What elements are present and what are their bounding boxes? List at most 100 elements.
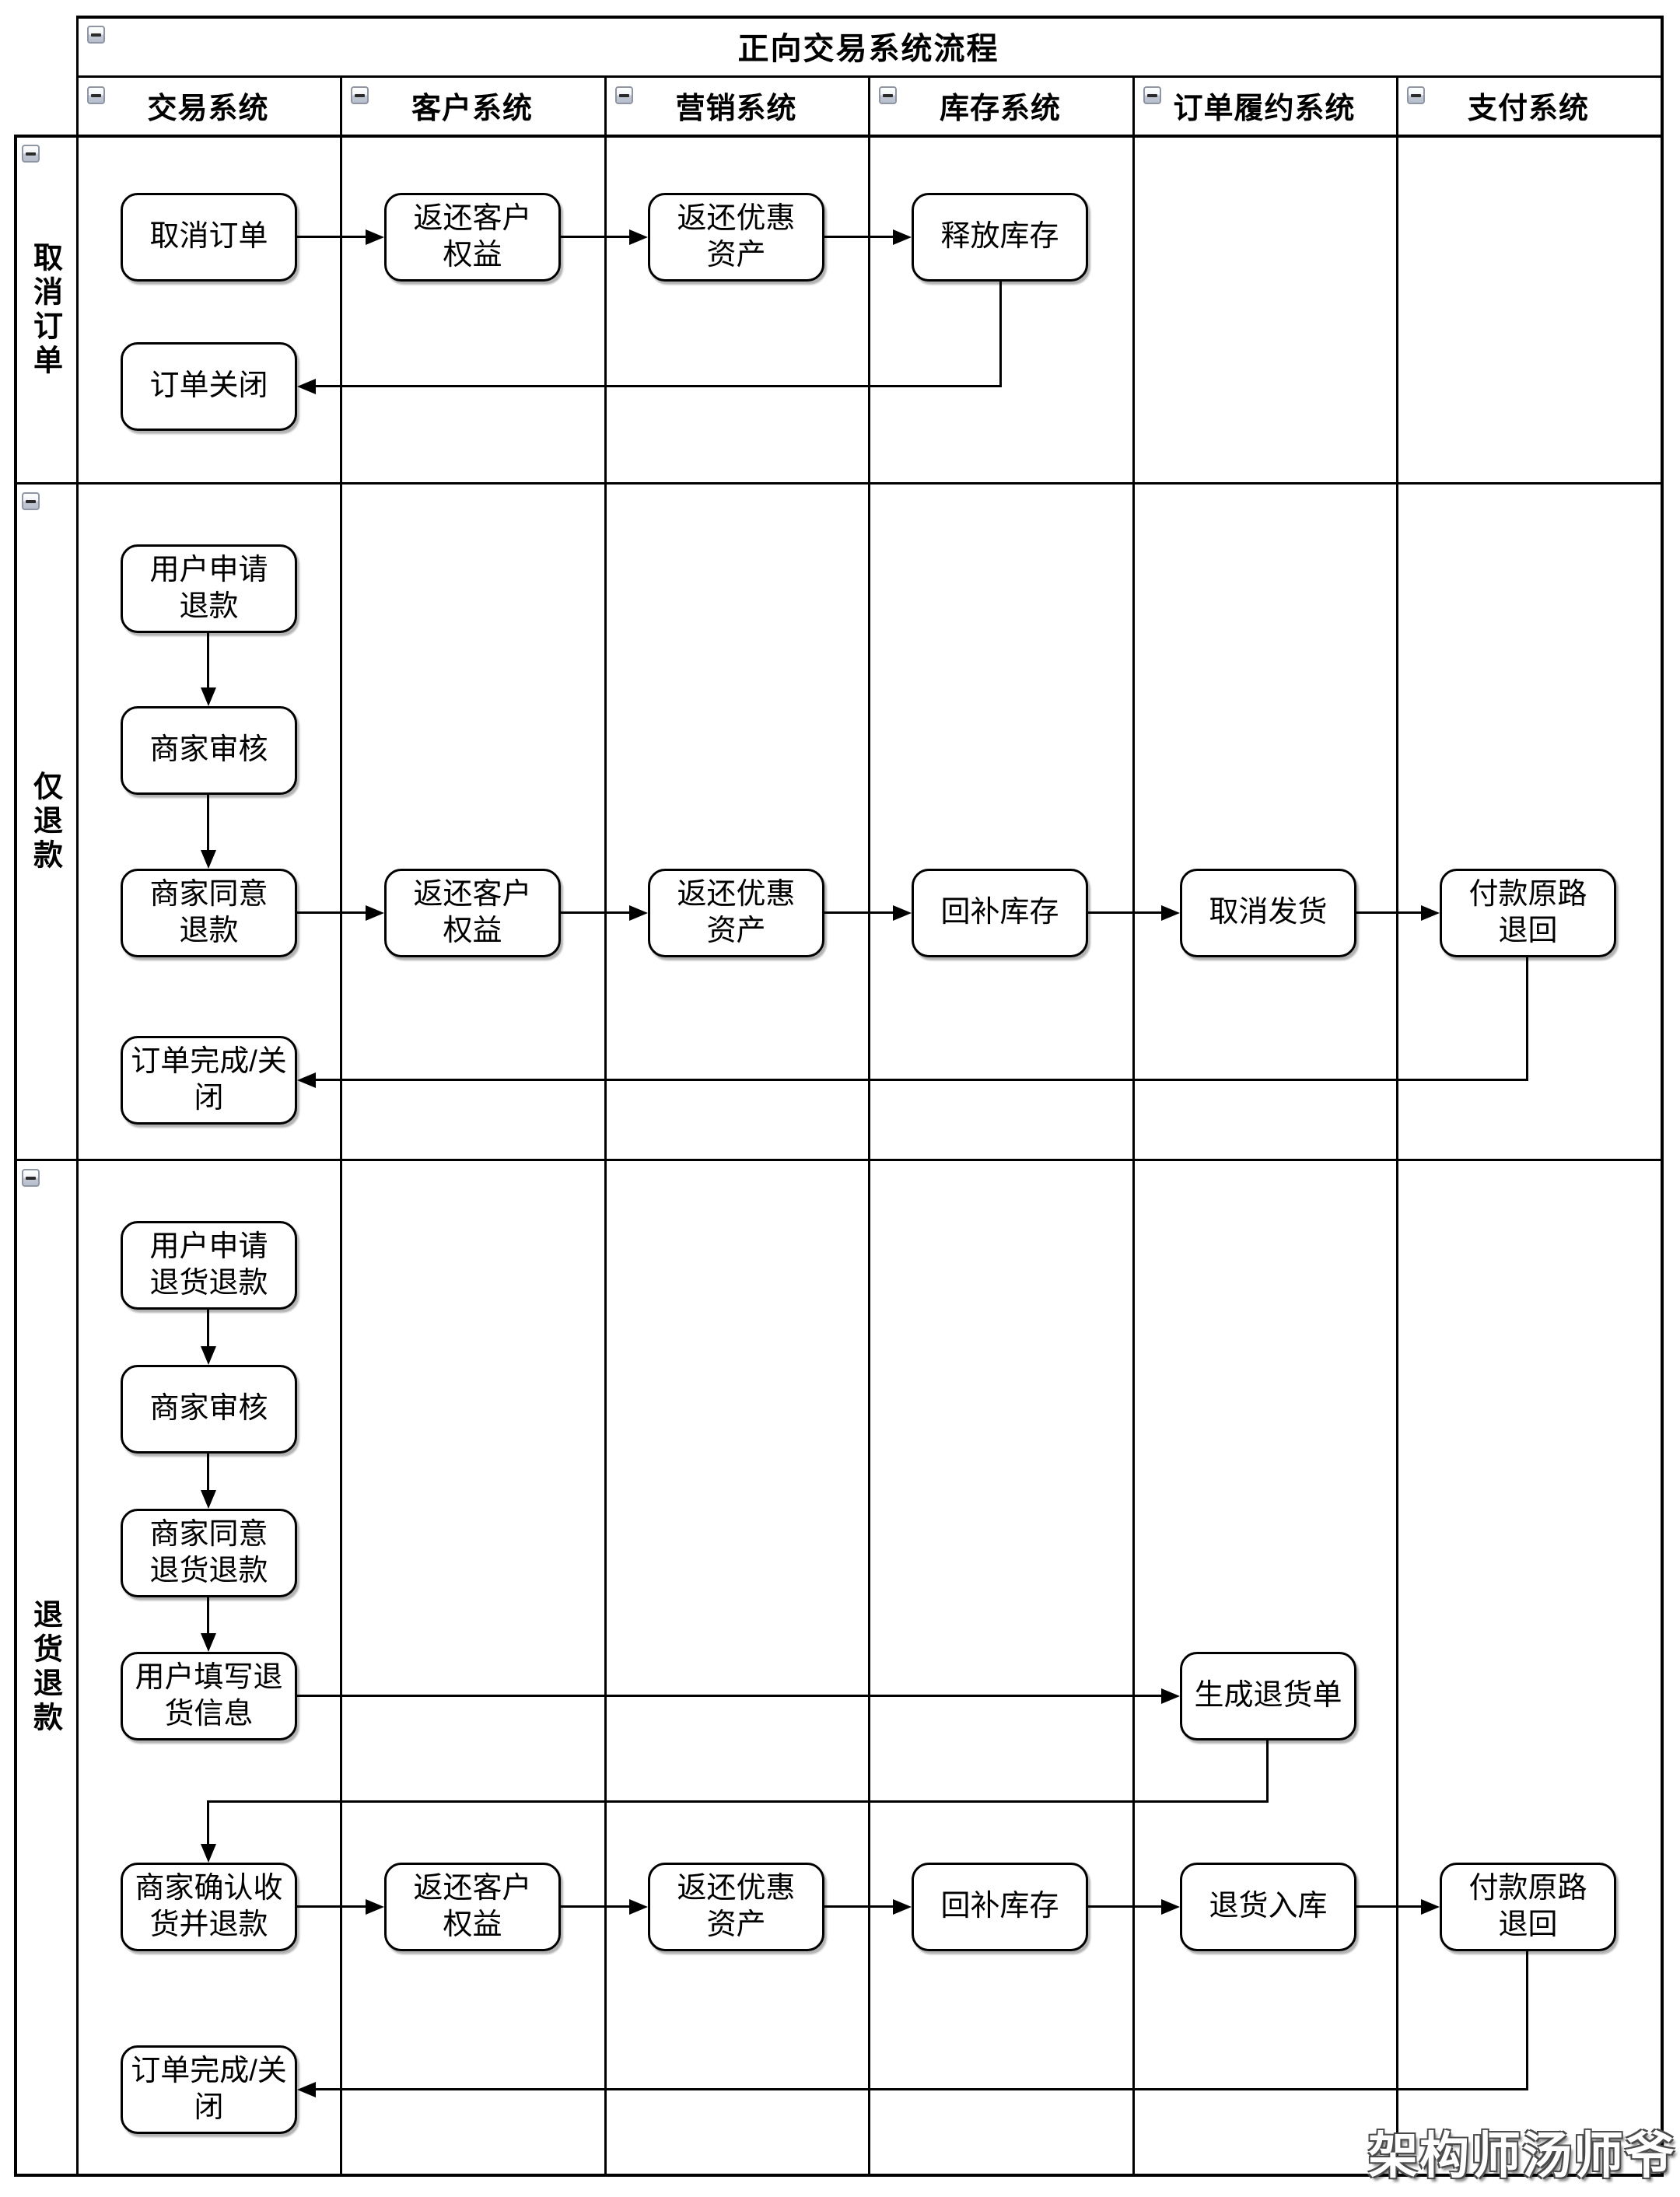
column-header-marketing-system[interactable]: 营销系统 (604, 75, 868, 135)
collapse-icon[interactable] (1407, 86, 1425, 104)
grid-line (1661, 16, 1664, 2177)
node-return-customer-rights-r3[interactable]: 返还客户 权益 (384, 1863, 561, 1951)
minus-icon (26, 152, 36, 156)
column-header-label: 客户系统 (411, 92, 533, 125)
node-return-promo-assets-r1[interactable]: 返还优惠 资产 (648, 193, 824, 282)
node-merchant-review-r3[interactable]: 商家审核 (121, 1365, 297, 1454)
node-replenish-inventory-r2[interactable]: 回补库存 (912, 869, 1088, 957)
connector-line (207, 1800, 1269, 1803)
lane-label-refund-only[interactable]: 仅退款 (28, 770, 61, 873)
arrowhead-right-icon (629, 1899, 648, 1915)
connector-line (1088, 911, 1161, 914)
node-merchant-review-r2[interactable]: 商家审核 (121, 706, 297, 795)
collapse-icon[interactable] (22, 1169, 40, 1187)
arrowhead-right-icon (893, 229, 912, 245)
node-user-apply-return-refund[interactable]: 用户申请 退货退款 (121, 1221, 297, 1310)
connector-line (1356, 911, 1421, 914)
node-generate-return-order[interactable]: 生成退货单 (1180, 1652, 1356, 1740)
connector-line (297, 1695, 1161, 1697)
connector-line (1526, 1951, 1528, 2090)
arrowhead-down-icon (201, 687, 216, 706)
arrowhead-right-icon (366, 905, 384, 921)
connector-line (1266, 1740, 1269, 1803)
arrowhead-right-icon (629, 229, 648, 245)
node-merchant-agree-refund[interactable]: 商家同意 退款 (121, 869, 297, 957)
arrowhead-down-icon (201, 1844, 216, 1863)
arrowhead-right-icon (1421, 1899, 1440, 1915)
connector-line (561, 236, 629, 238)
connector-line (297, 911, 366, 914)
connector-line (824, 911, 893, 914)
collapse-icon[interactable] (87, 26, 105, 44)
arrowhead-down-icon (201, 850, 216, 869)
minus-icon (26, 499, 36, 503)
column-header-inventory-system[interactable]: 库存系统 (868, 75, 1132, 135)
node-user-fill-return-info[interactable]: 用户填写退 货信息 (121, 1652, 297, 1740)
arrowhead-right-icon (1161, 1688, 1180, 1704)
arrowhead-right-icon (1421, 905, 1440, 921)
pool-title: 正向交易系统流程 (737, 31, 999, 66)
node-return-promo-assets-r2[interactable]: 返还优惠 资产 (648, 869, 824, 957)
minus-icon (1147, 93, 1157, 97)
grid-line (14, 2174, 1664, 2177)
node-merchant-agree-return-refund[interactable]: 商家同意 退货退款 (121, 1509, 297, 1597)
collapse-icon[interactable] (615, 86, 633, 104)
node-cancel-shipment[interactable]: 取消发货 (1180, 869, 1356, 957)
node-return-customer-rights-r1[interactable]: 返还客户 权益 (384, 193, 561, 282)
arrowhead-left-icon (297, 1072, 316, 1088)
node-order-complete-closed-r3[interactable]: 订单完成/关 闭 (121, 2045, 297, 2134)
column-header-label: 营销系统 (675, 92, 797, 125)
node-replenish-inventory-r3[interactable]: 回补库存 (912, 1863, 1088, 1951)
node-refund-original-route-r3[interactable]: 付款原路 退回 (1440, 1863, 1616, 1951)
lane-label-return-refund[interactable]: 退货退款 (28, 1599, 61, 1736)
node-merchant-confirm-receipt-refund[interactable]: 商家确认收 货并退款 (121, 1863, 297, 1951)
connector-line (316, 2088, 1528, 2090)
grid-line (340, 75, 342, 2177)
node-refund-original-route-r2[interactable]: 付款原路 退回 (1440, 869, 1616, 957)
minus-icon (619, 93, 629, 97)
connector-line (1526, 957, 1528, 1081)
column-header-label: 订单履约系统 (1173, 92, 1356, 125)
watermark: 架构师汤师爷 (1368, 2128, 1676, 2184)
grid-line (14, 482, 1664, 485)
node-cancel-order[interactable]: 取消订单 (121, 193, 297, 282)
node-order-complete-closed-r2[interactable]: 订单完成/关 闭 (121, 1036, 297, 1125)
node-release-inventory[interactable]: 释放库存 (912, 193, 1088, 282)
connector-line (207, 633, 209, 687)
connector-line (824, 1905, 893, 1908)
node-return-customer-rights-r2[interactable]: 返还客户 权益 (384, 869, 561, 957)
grid-line (868, 75, 870, 2177)
arrowhead-right-icon (366, 229, 384, 245)
connector-line (297, 236, 366, 238)
column-header-label: 支付系统 (1467, 92, 1589, 125)
pool-title-bar: 正向交易系统流程 (76, 16, 1661, 75)
collapse-icon[interactable] (879, 86, 897, 104)
column-header-fulfillment-system[interactable]: 订单履约系统 (1132, 75, 1396, 135)
connector-line (207, 1310, 209, 1346)
node-user-apply-refund[interactable]: 用户申请 退款 (121, 544, 297, 633)
connector-line (297, 1905, 366, 1908)
column-header-customer-system[interactable]: 客户系统 (340, 75, 604, 135)
collapse-icon[interactable] (351, 86, 369, 104)
collapse-icon[interactable] (22, 145, 40, 163)
collapse-icon[interactable] (87, 86, 105, 104)
column-header-trade-system[interactable]: 交易系统 (76, 75, 340, 135)
node-return-promo-assets-r3[interactable]: 返还优惠 资产 (648, 1863, 824, 1951)
arrowhead-right-icon (629, 905, 648, 921)
connector-line (999, 282, 1002, 387)
column-header-payment-system[interactable]: 支付系统 (1396, 75, 1661, 135)
collapse-icon[interactable] (22, 492, 40, 510)
grid-line (14, 1159, 1664, 1161)
minus-icon (355, 93, 365, 97)
grid-line (1132, 75, 1135, 2177)
lane-label-cancel-order[interactable]: 取消订单 (28, 241, 61, 379)
arrowhead-left-icon (297, 2082, 316, 2097)
grid-line (1396, 75, 1398, 2177)
node-return-inbound[interactable]: 退货入库 (1180, 1863, 1356, 1951)
connector-line (1088, 1905, 1161, 1908)
connector-line (824, 236, 893, 238)
node-order-closed[interactable]: 订单关闭 (121, 342, 297, 431)
collapse-icon[interactable] (1143, 86, 1161, 104)
minus-icon (91, 33, 101, 37)
arrowhead-right-icon (893, 905, 912, 921)
